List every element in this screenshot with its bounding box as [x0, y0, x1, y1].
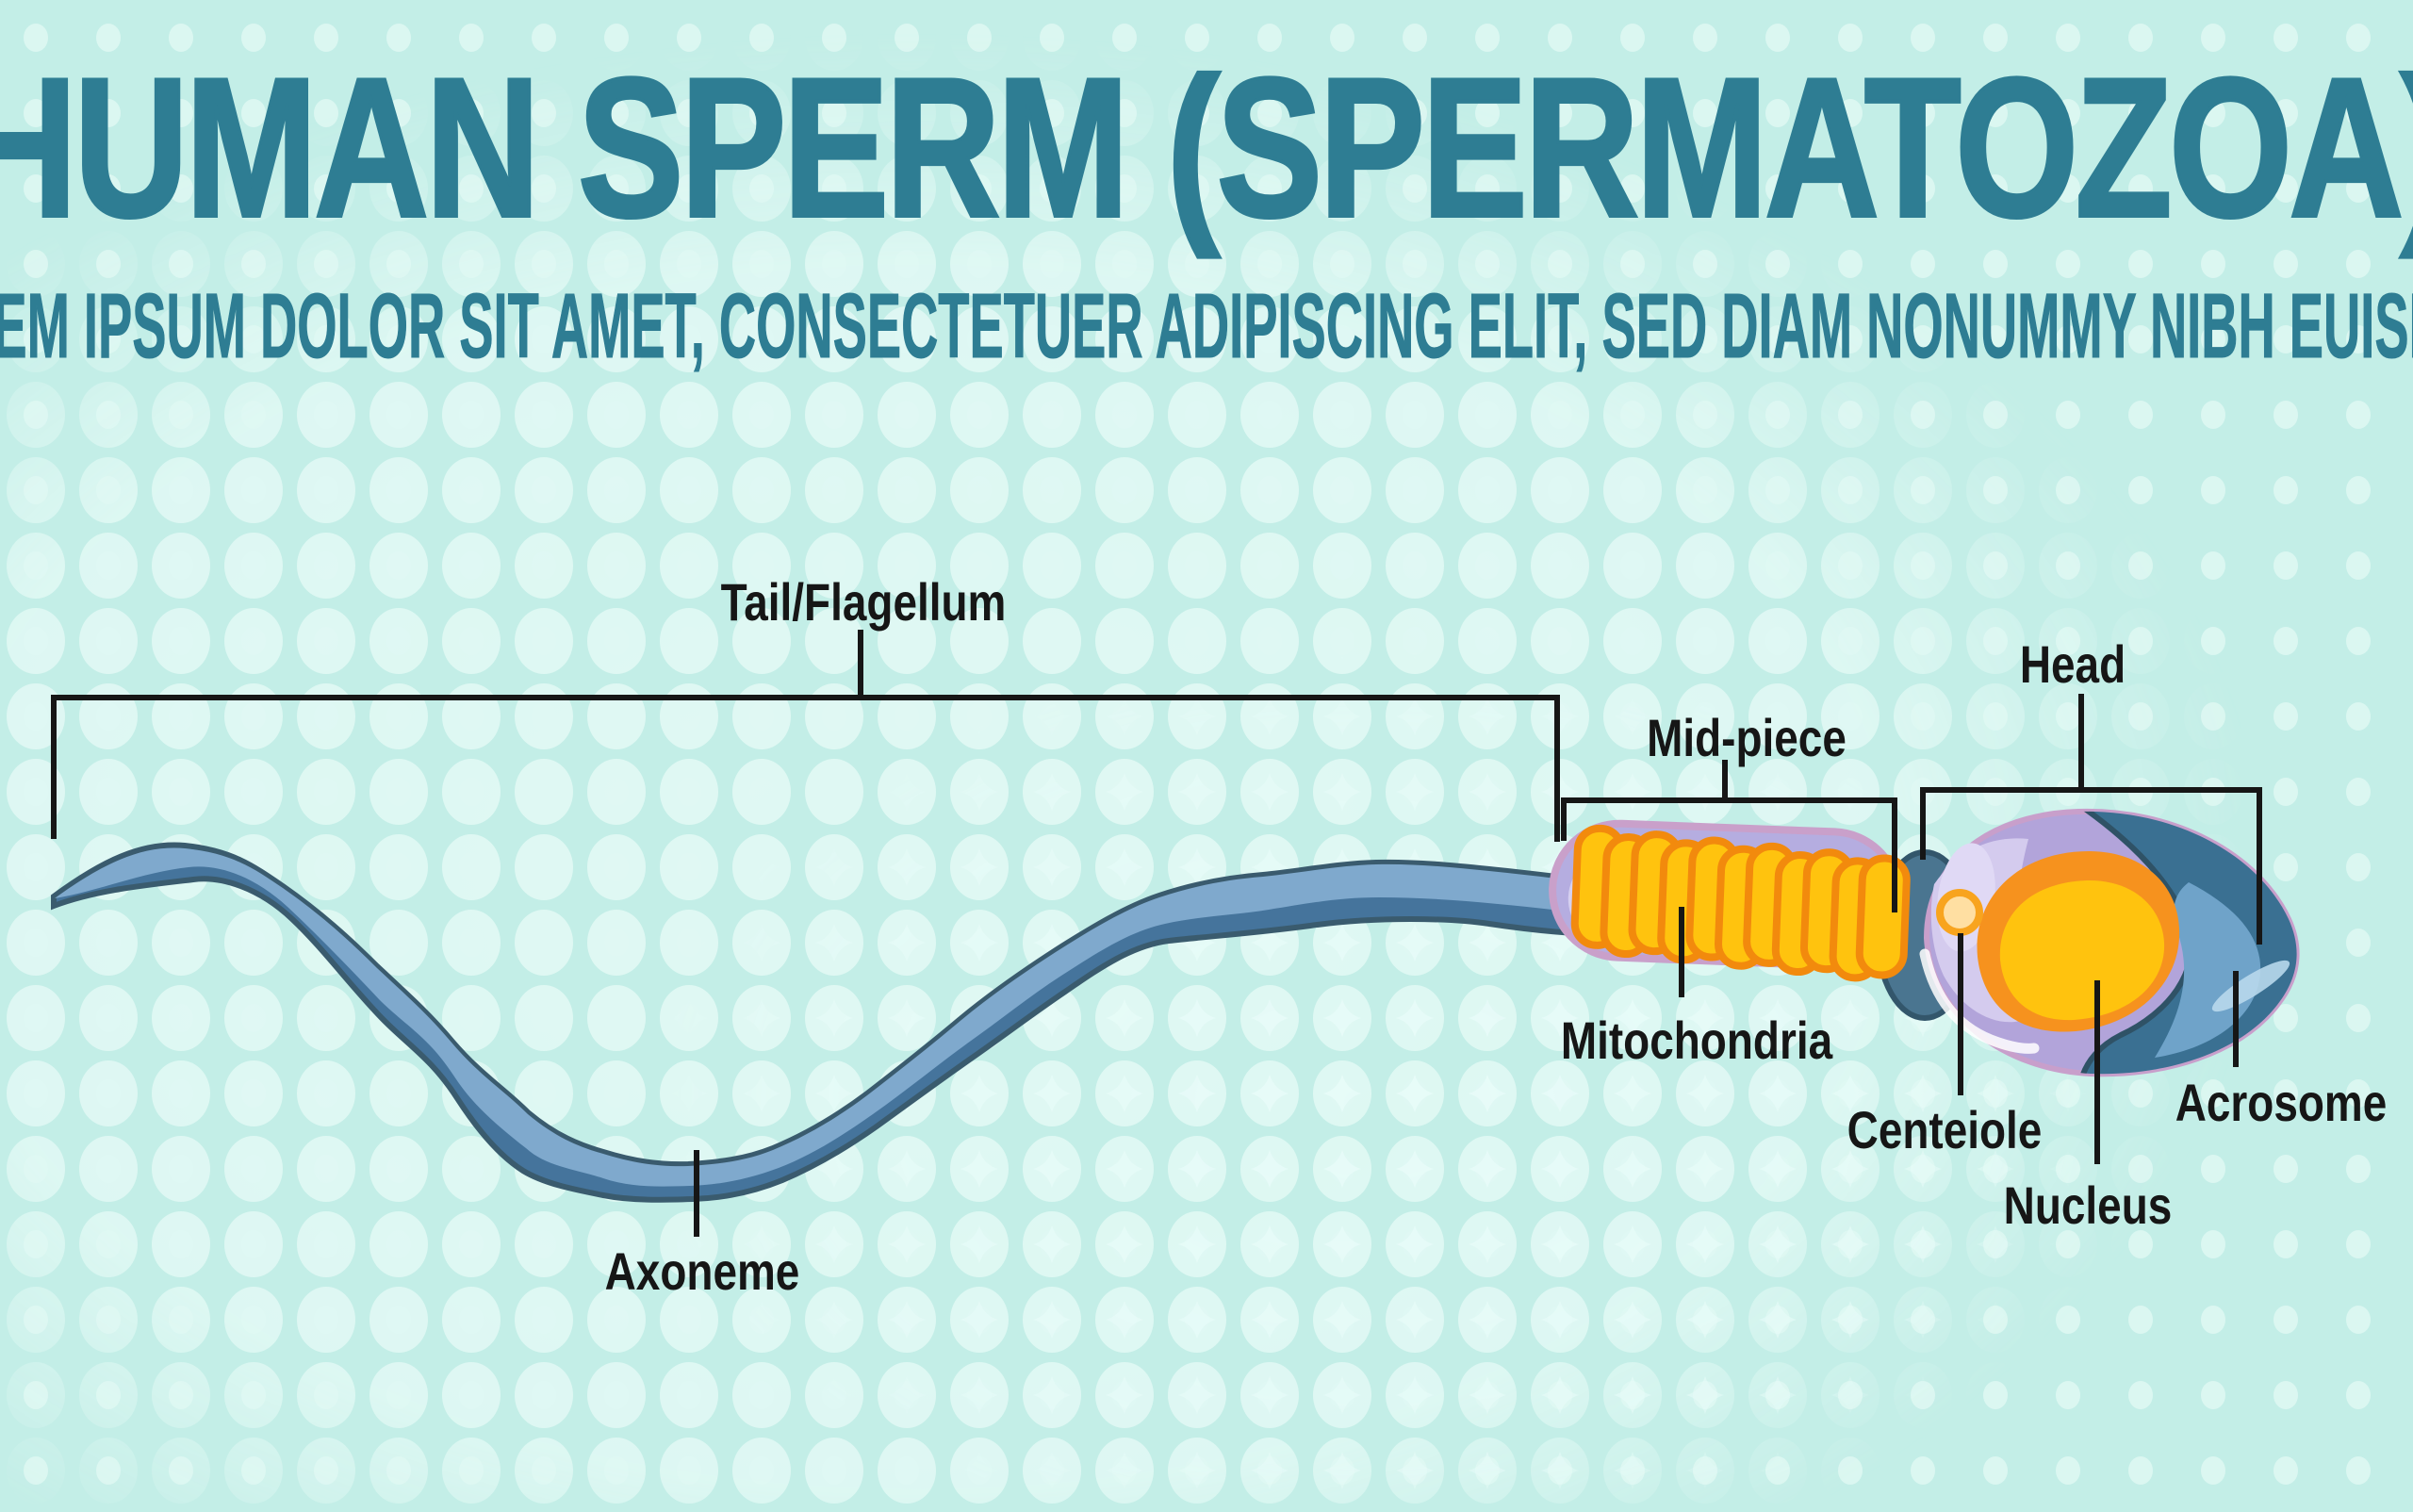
- head-illustration: [1919, 808, 2300, 1077]
- nucleus-inner-shape: [1999, 879, 2165, 1021]
- label-head: Head: [2019, 634, 2126, 694]
- midpiece-illustration: [1549, 819, 1911, 982]
- label-acrosome: Acrosome: [2175, 1073, 2388, 1132]
- page-title: HUMAN SPERM (SPERMATOZOA): [0, 37, 2413, 258]
- midpiece-bracket: [1561, 760, 1897, 912]
- label-mid-piece: Mid-piece: [1647, 708, 1847, 767]
- acrosome-gloss-streak: [2211, 960, 2290, 1012]
- centriole-dot: [1936, 889, 1983, 936]
- head-bracket: [1920, 694, 2262, 945]
- axoneme-highlight-shape: [55, 847, 1602, 1187]
- tail-bracket: [51, 630, 1560, 842]
- label-centeiole: Centeiole: [1847, 1100, 2043, 1159]
- head-gloss-streak: [1919, 948, 2040, 1054]
- label-axoneme: Axoneme: [604, 1241, 800, 1301]
- mitochondria-coils: [1570, 824, 1911, 982]
- label-nucleus: Nucleus: [2003, 1175, 2173, 1235]
- label-tail-flagellum: Tail/Flagellum: [720, 572, 1007, 632]
- page-subtitle: LOREM IPSUM DOLOR SIT AMET, CONSECTETUER…: [0, 274, 2413, 377]
- label-mitochondria: Mitochondria: [1560, 1011, 1833, 1070]
- callout-lines: [51, 630, 2262, 1237]
